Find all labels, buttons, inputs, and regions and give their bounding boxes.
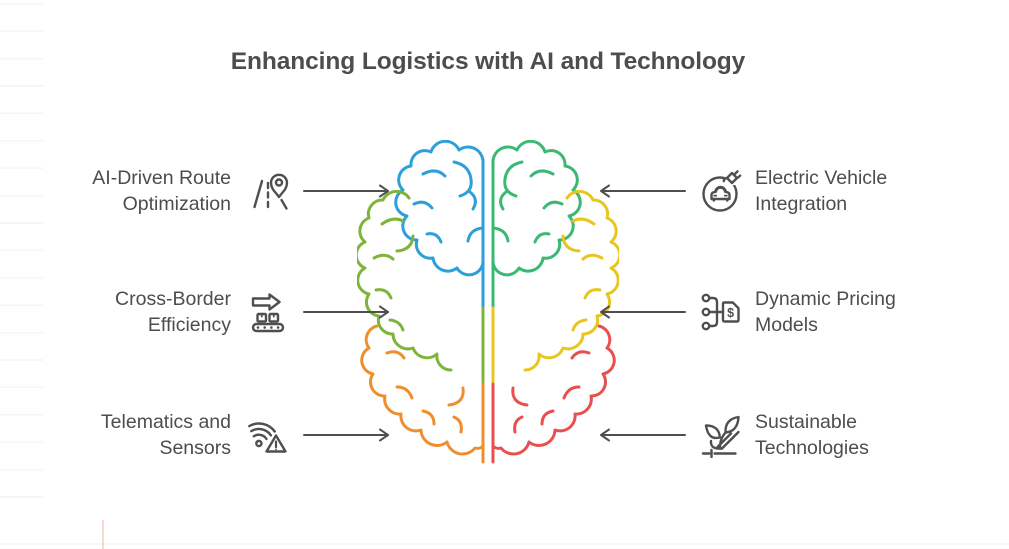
feature-label-line1: Electric Vehicle xyxy=(755,166,888,189)
brain-lobe-top-right xyxy=(491,140,582,310)
feature-label-line2: Integration xyxy=(755,193,848,215)
feature-label: AI-Driven Route Optimization xyxy=(55,165,231,218)
electric-car-icon xyxy=(702,170,742,212)
feature-item-route-optimization: AI-Driven Route Optimization xyxy=(55,156,395,226)
feature-label-line1: Cross-Border xyxy=(115,287,231,310)
arrow-left-icon xyxy=(600,428,686,442)
feature-label-line1: AI-Driven Route xyxy=(92,166,231,189)
feature-item-telematics: Telematics and Sensors xyxy=(55,400,395,470)
feature-label: Electric Vehicle Integration xyxy=(755,165,887,218)
feature-label-line2: Optimization xyxy=(122,193,231,215)
route-pin-icon xyxy=(253,173,289,210)
feature-label: Sustainable Technologies xyxy=(755,409,869,462)
arrow-left-icon xyxy=(600,184,686,198)
arrow-right-icon xyxy=(303,184,389,198)
feature-label-line1: Dynamic Pricing xyxy=(755,287,896,310)
brain-lobe-top-left xyxy=(394,140,485,310)
page-title: Enhancing Logistics with AI and Technolo… xyxy=(230,48,746,75)
feature-label: Dynamic Pricing Models xyxy=(755,286,896,339)
feature-item-cross-border: Cross-Border Efficiency xyxy=(55,277,395,347)
feature-item-electric-vehicle: Electric Vehicle Integration xyxy=(596,156,966,226)
feature-item-sustainable: Sustainable Technologies xyxy=(596,400,966,470)
pink-hairline xyxy=(102,520,104,549)
feature-label-line2: Models xyxy=(755,314,818,336)
arrow-left-icon xyxy=(600,305,686,319)
conveyor-export-icon xyxy=(251,293,285,333)
left-margin-ruling xyxy=(0,3,43,519)
arrow-right-icon xyxy=(303,428,389,442)
arrow-right-icon xyxy=(303,305,389,319)
feature-label-line2: Technologies xyxy=(755,437,869,459)
feature-label-line1: Sustainable xyxy=(755,410,857,433)
feature-label-line1: Telematics and xyxy=(100,410,231,433)
brain-illustration xyxy=(357,140,619,464)
dynamic-price-tag-icon: $ xyxy=(701,293,740,331)
feature-label-line2: Sensors xyxy=(159,437,231,459)
feature-label: Cross-Border Efficiency xyxy=(55,286,231,339)
feature-label: Telematics and Sensors xyxy=(55,409,231,462)
price-tag-symbol: $ xyxy=(727,306,734,320)
bottom-hairline xyxy=(0,543,1009,545)
wifi-sensor-alert-icon xyxy=(248,422,287,453)
feature-label-line2: Efficiency xyxy=(147,314,231,336)
feature-item-dynamic-pricing: $ Dynamic Pricing Models xyxy=(596,277,966,347)
plant-sprout-icon xyxy=(701,415,740,458)
